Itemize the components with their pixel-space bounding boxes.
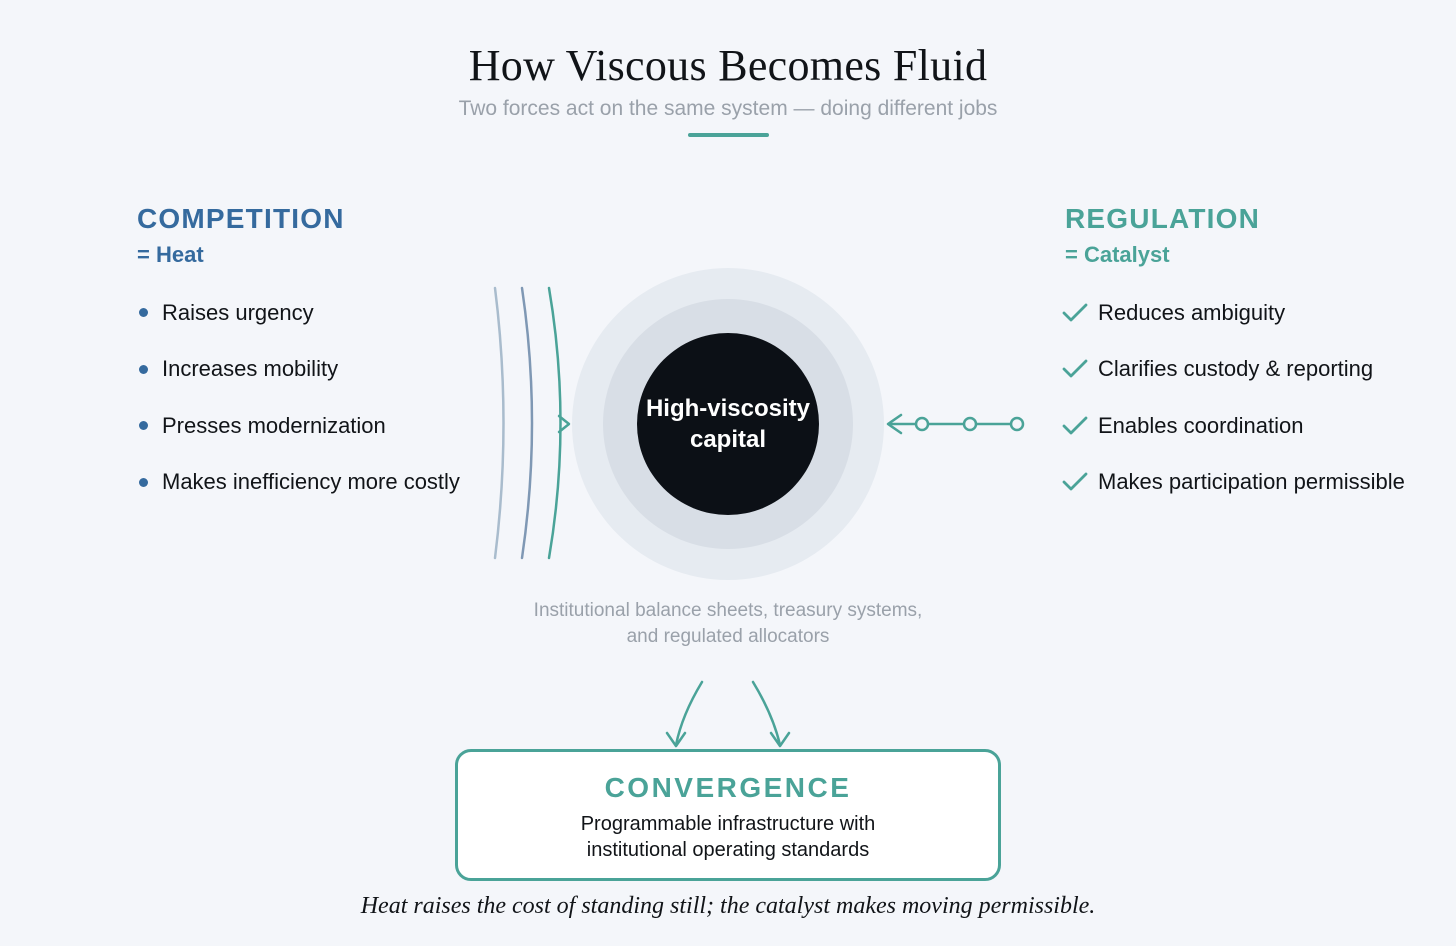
regulation-subheading: = Catalyst xyxy=(1065,242,1170,267)
dot-icon xyxy=(139,421,148,430)
capital-caption: Institutional balance sheets, treasury s… xyxy=(533,600,923,647)
regulation-item: Enables coordination xyxy=(1098,413,1304,438)
competition-heading: COMPETITION xyxy=(137,203,345,234)
regulation-item: Makes participation permissible xyxy=(1098,469,1405,494)
regulation-item: Clarifies custody & reporting xyxy=(1098,356,1374,381)
catalyst-connector-icon xyxy=(886,413,1025,435)
checkmark-icon xyxy=(1062,416,1088,435)
competition-item: Raises urgency xyxy=(162,300,314,325)
checkmark-icon xyxy=(1062,303,1088,322)
page-title: How Viscous Becomes Fluid xyxy=(468,41,988,90)
dot-icon xyxy=(139,478,148,487)
checkmark-icon xyxy=(1062,472,1088,491)
capital-core-label: High-viscosity capital xyxy=(645,395,811,453)
convergence-box: CONVERGENCE Programmable infrastructure … xyxy=(455,749,1001,881)
dot-icon xyxy=(139,365,148,374)
competition-subheading: = Heat xyxy=(137,242,204,267)
dot-icon xyxy=(139,308,148,317)
regulation-heading: REGULATION xyxy=(1065,203,1261,234)
competition-item: Increases mobility xyxy=(162,356,339,381)
heat-wave-arcs-icon xyxy=(493,286,571,560)
footer-quote: Heat raises the cost of standing still; … xyxy=(360,893,1096,919)
capital-core: High-viscosity capital xyxy=(637,333,819,515)
convergence-title: CONVERGENCE xyxy=(604,772,852,803)
competition-item: Presses modernization xyxy=(162,413,386,438)
checkmark-icon xyxy=(1062,359,1088,378)
title-divider xyxy=(688,133,769,137)
converging-arrows-icon xyxy=(665,680,791,748)
page-subtitle: Two forces act on the same system — doin… xyxy=(458,97,998,120)
regulation-item: Reduces ambiguity xyxy=(1098,300,1286,325)
competition-item: Makes inefficiency more costly xyxy=(162,469,460,494)
convergence-body: Programmable infrastructure with institu… xyxy=(580,813,876,861)
